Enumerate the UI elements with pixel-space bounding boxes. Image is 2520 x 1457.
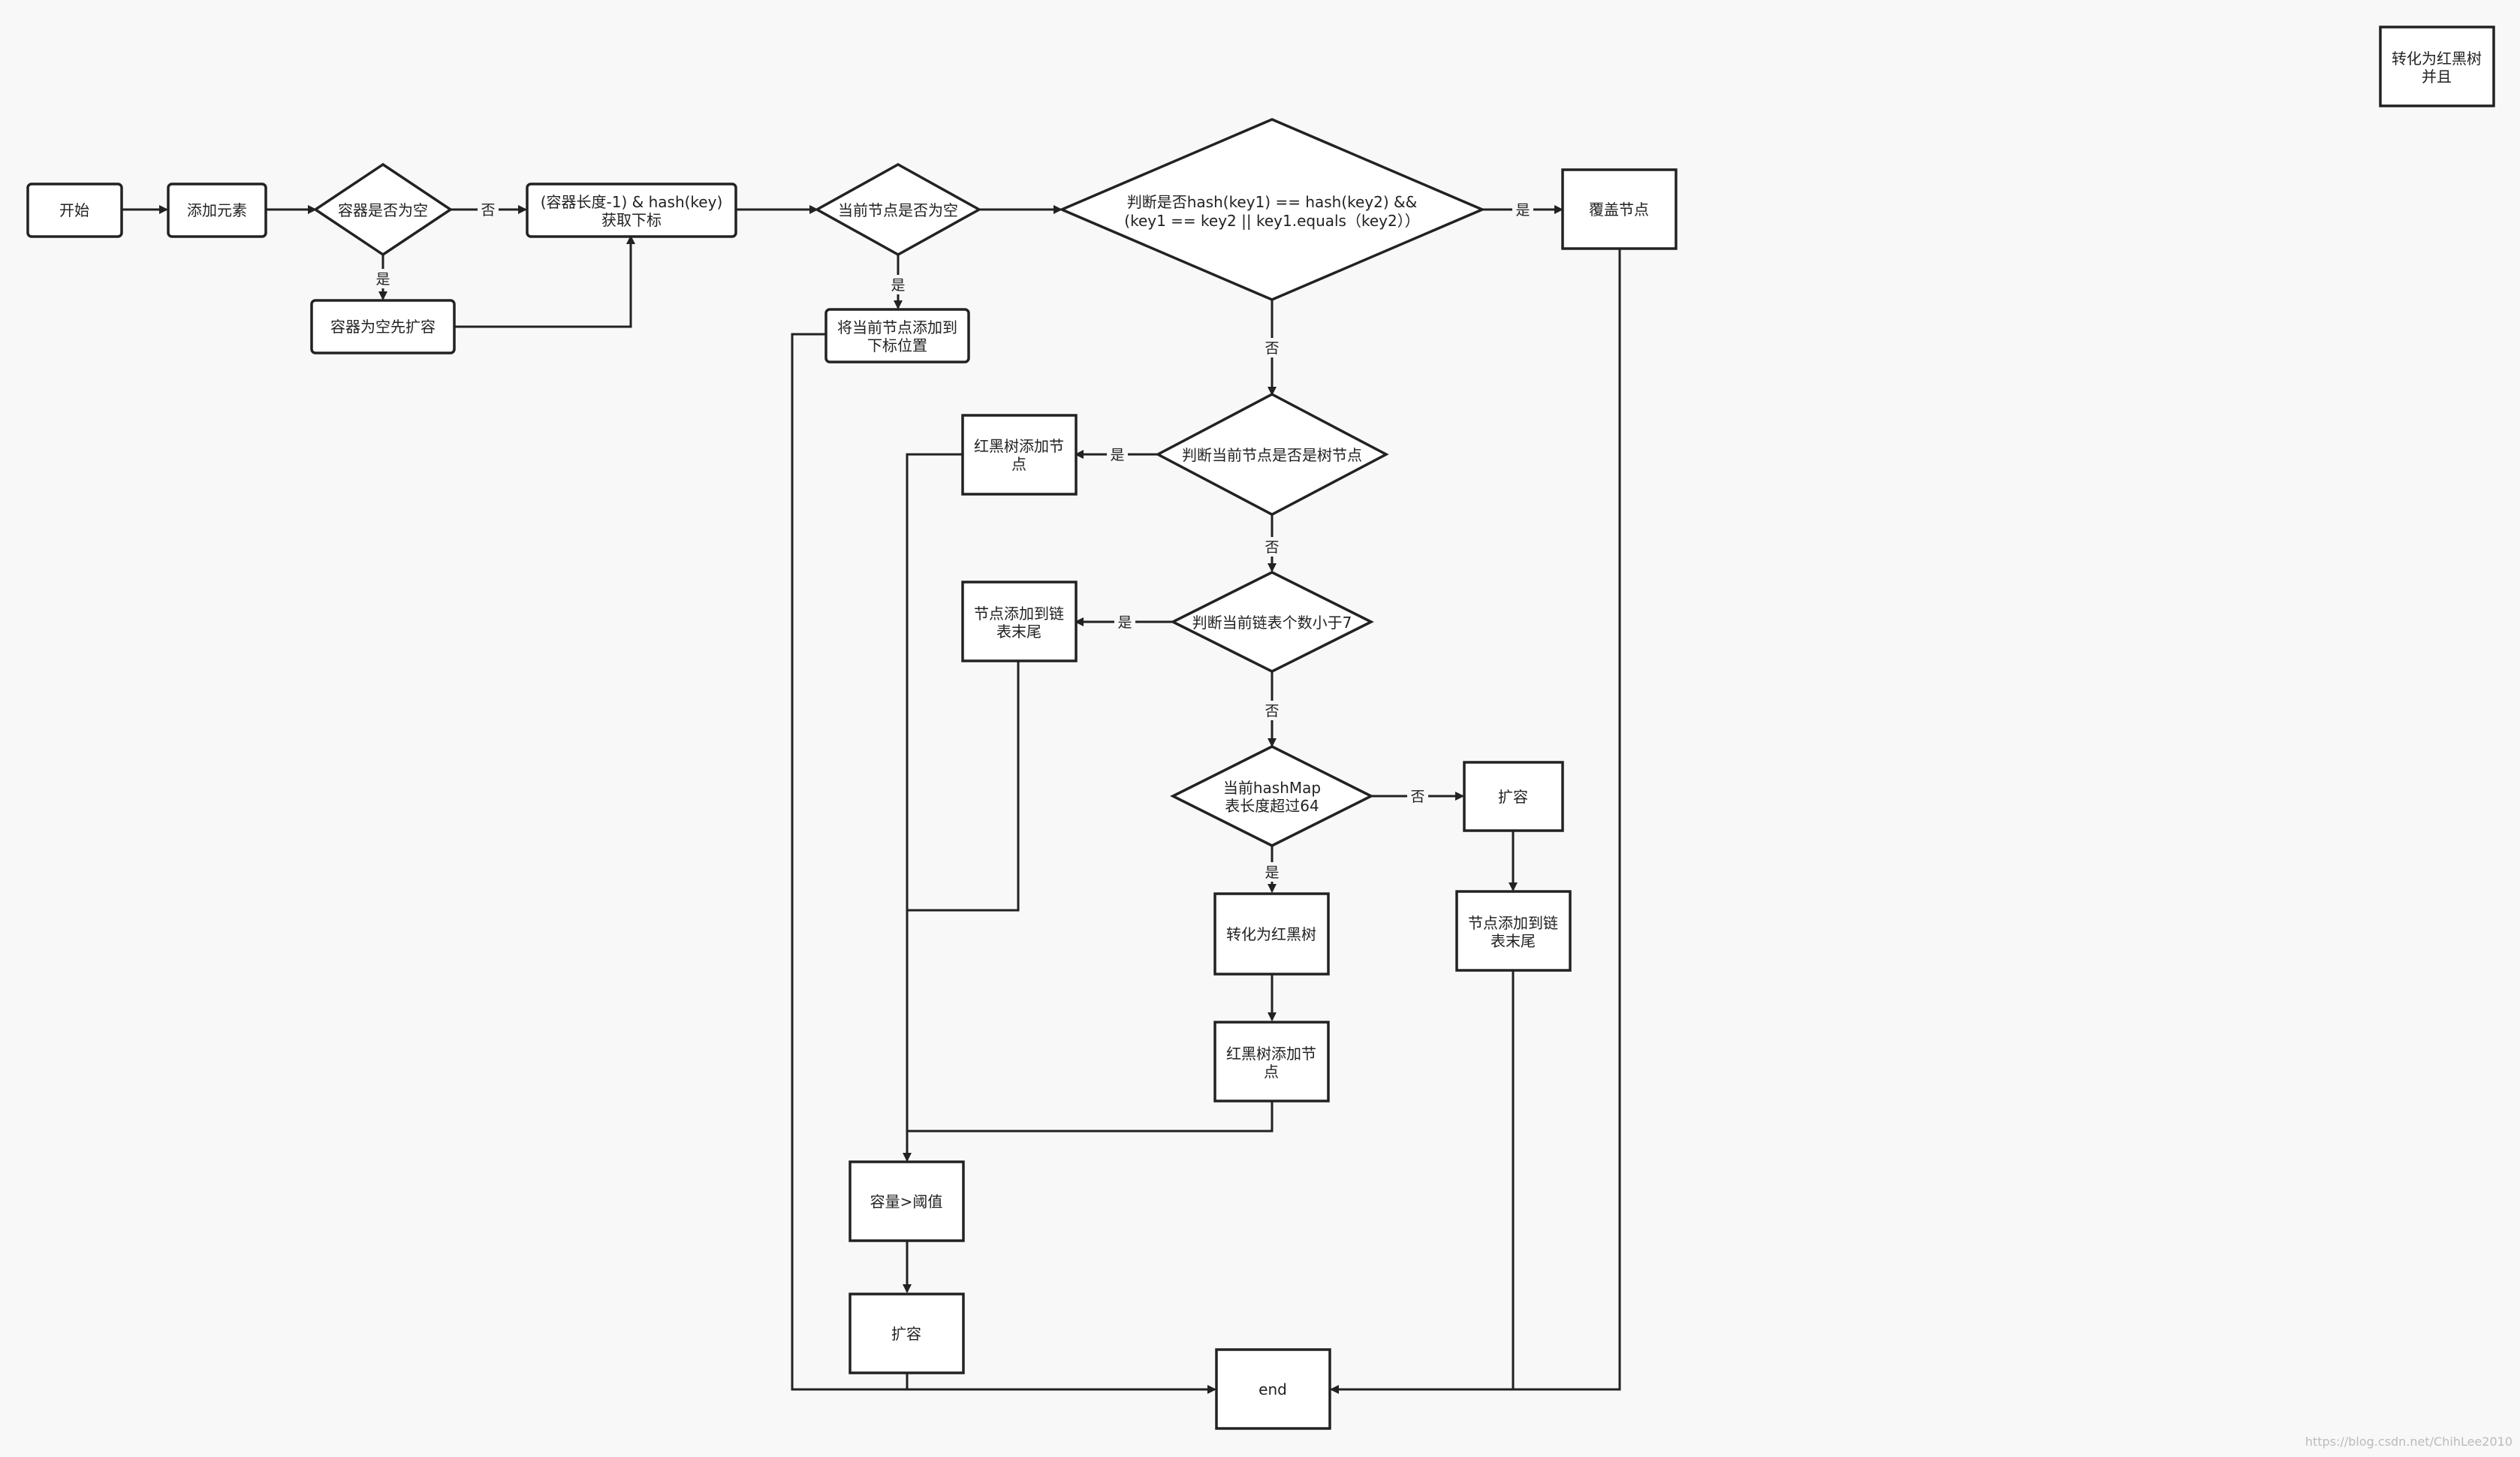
rbtree-add-bottom-node[interactable]: 红黑树添加节 点 (1213, 1021, 1330, 1103)
add-to-index-label-line2: 下标位置 (867, 336, 927, 354)
resize-right-label: 扩容 (1498, 788, 1528, 806)
label-no: 否 (1265, 703, 1279, 719)
label-no: 否 (1265, 340, 1279, 357)
rbtree-add-top-line2: 点 (1011, 455, 1026, 473)
label-no: 否 (1410, 789, 1424, 805)
get-index-label-line1: (容器长度-1) & hash(key) (541, 193, 723, 211)
label-yes: 是 (891, 277, 905, 294)
note-line1: 转化为红黑树 (2392, 50, 2482, 68)
label-tree-yes: 是 (1107, 445, 1128, 464)
capacity-gt-threshold-label: 容量>阈值 (870, 1193, 943, 1211)
edge-expand-index (454, 235, 635, 328)
label-tree-no: 否 (1262, 537, 1283, 557)
label-yes: 是 (1265, 864, 1279, 881)
resize-right-node[interactable]: 扩容 (1463, 761, 1564, 832)
hash-equals-label-line2: (key1 == key2 || key1.equals（key2）） (1124, 212, 1419, 230)
convert-to-rbtree-node[interactable]: 转化为红黑树 (1213, 892, 1330, 976)
append-left-line1: 节点添加到链 (974, 605, 1064, 623)
get-index-label-line2: 获取下标 (601, 211, 662, 229)
note-top-right-node[interactable]: 转化为红黑树 并且 (2379, 26, 2495, 107)
label-hash-yes: 是 (1512, 200, 1533, 219)
rbtree-add-top-line1: 红黑树添加节 (974, 437, 1064, 455)
add-to-index-node[interactable]: 将当前节点添加到 下标位置 (824, 308, 970, 363)
resize-bottom-node[interactable]: 扩容 (849, 1293, 965, 1374)
label-yes: 是 (1110, 447, 1124, 463)
overwrite-label: 覆盖节点 (1589, 201, 1649, 219)
label-len64-yes: 是 (1262, 862, 1283, 882)
label-empty-no: 否 (478, 200, 499, 219)
append-right-line2: 表末尾 (1491, 932, 1536, 950)
note-line2: 并且 (2422, 68, 2452, 86)
is-list-size-lt-7-decision[interactable]: 判断当前链表个数小于7 (1170, 571, 1374, 673)
watermark-text: https://blog.csdn.net/ChihLee2010 (2305, 1434, 2512, 1449)
rbtree-add-top-node[interactable]: 红黑树添加节 点 (961, 414, 1078, 496)
resize-bottom-label: 扩容 (891, 1325, 921, 1343)
edge-overwrite-end (1330, 249, 1621, 1394)
start-label: 开始 (59, 201, 89, 219)
add-to-index-label-line1: 将当前节点添加到 (837, 318, 957, 336)
add-element-label: 添加元素 (187, 201, 247, 219)
capacity-gt-threshold-node[interactable]: 容量>阈值 (849, 1160, 965, 1242)
label-current-yes: 是 (888, 275, 909, 294)
append-to-list-tail-left-node[interactable]: 节点添加到链 表末尾 (961, 581, 1078, 662)
len64-line2: 表长度超过64 (1225, 797, 1319, 815)
edge-rbaddbottom-merge (907, 1101, 1274, 1133)
label-empty-yes: 是 (372, 269, 393, 288)
label-yes: 是 (375, 271, 390, 288)
get-index-node[interactable]: (容器长度-1) & hash(key) 获取下标 (526, 183, 737, 238)
is-container-empty-decision[interactable]: 容器是否为空 (312, 162, 454, 257)
expand-when-empty-label: 容器为空先扩容 (330, 318, 436, 336)
end-node[interactable]: end (1215, 1348, 1331, 1430)
is-current-node-empty-decision[interactable]: 当前节点是否为空 (814, 162, 982, 257)
hash-equals-label-line1: 判断是否hash(key1) == hash(key2) && (1127, 193, 1418, 211)
edge-rbadd-capacity (903, 453, 963, 1162)
rbtree-add-bottom-line1: 红黑树添加节 (1226, 1045, 1316, 1063)
label-no: 否 (481, 202, 495, 219)
append-to-list-tail-right-node[interactable]: 节点添加到链 表末尾 (1455, 890, 1572, 972)
add-element-node[interactable]: 添加元素 (167, 183, 267, 238)
overwrite-node[interactable]: 覆盖节点 (1561, 168, 1677, 250)
label-yes: 是 (1117, 614, 1132, 631)
label-list7-yes: 是 (1114, 612, 1135, 632)
hash-equals-decision[interactable]: 判断是否hash(key1) == hash(key2) && (key1 ==… (1058, 118, 1486, 301)
append-right-line1: 节点添加到链 (1468, 914, 1558, 932)
is-list-size-lt-7-label: 判断当前链表个数小于7 (1192, 614, 1352, 632)
label-no: 否 (1265, 539, 1279, 556)
rbtree-add-bottom-line2: 点 (1264, 1063, 1279, 1081)
is-tree-node-decision[interactable]: 判断当前节点是否是树节点 (1155, 393, 1389, 516)
label-yes: 是 (1515, 202, 1530, 219)
edge-addindex-end (791, 333, 1216, 1394)
is-table-length-over-64-decision[interactable]: 当前hashMap 表长度超过64 (1170, 745, 1374, 847)
end-label: end (1258, 1380, 1287, 1398)
is-current-node-empty-label: 当前节点是否为空 (838, 201, 958, 219)
convert-to-rbtree-label: 转化为红黑树 (1226, 925, 1316, 943)
is-tree-node-label: 判断当前节点是否是树节点 (1182, 446, 1362, 464)
edge-labels: 否 是 是 是 否 是 否 是 (372, 200, 1533, 882)
is-container-empty-label: 容器是否为空 (338, 201, 428, 219)
expand-when-empty-node[interactable]: 容器为空先扩容 (310, 299, 456, 354)
append-left-line2: 表末尾 (996, 623, 1041, 641)
nodes: 开始 添加元素 容器是否为空 容器为空先扩容 (容器长度-1) & hash(k… (26, 26, 2495, 1430)
label-len64-no: 否 (1407, 786, 1428, 806)
label-hash-no: 否 (1262, 338, 1283, 357)
len64-line1: 当前hashMap (1223, 779, 1321, 797)
label-list7-no: 否 (1262, 701, 1283, 720)
start-node[interactable]: 开始 (26, 183, 123, 238)
edge-append-merge (907, 661, 1020, 912)
